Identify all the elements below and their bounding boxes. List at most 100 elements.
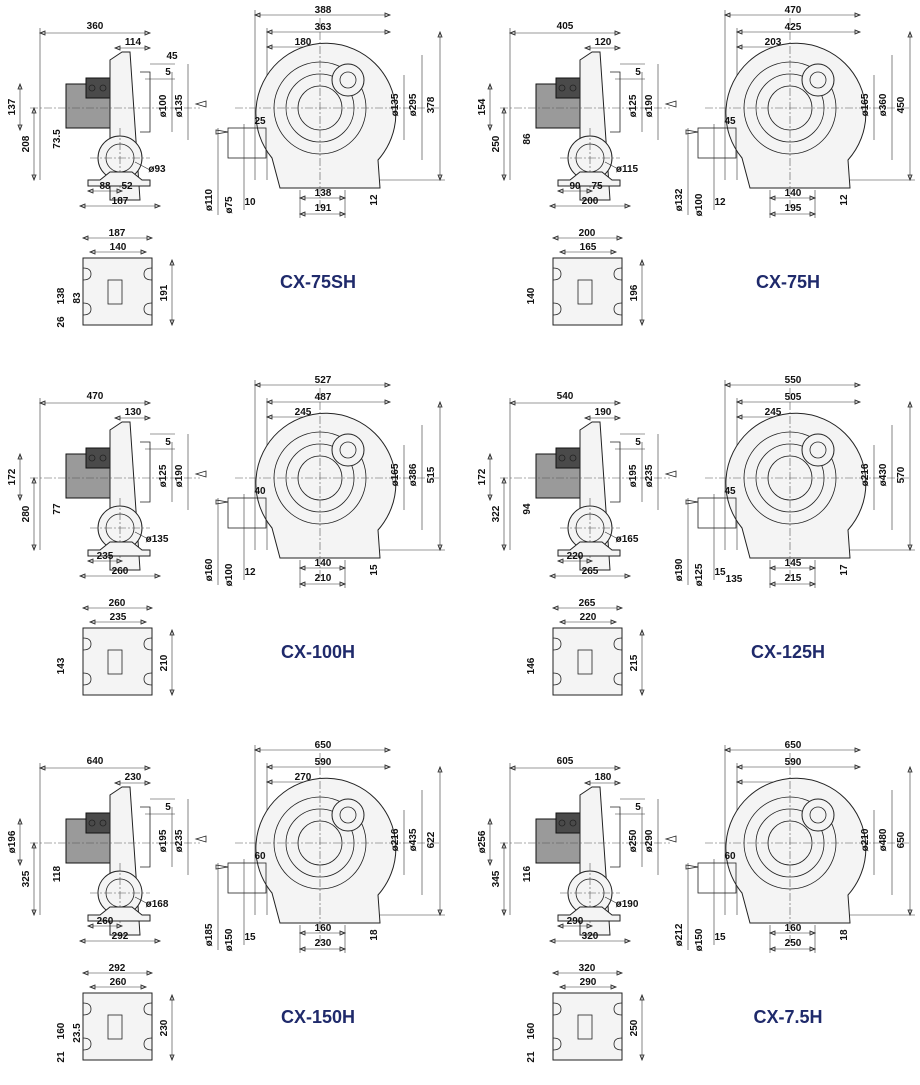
arrow-head bbox=[586, 558, 594, 564]
dimension-label: 187 bbox=[112, 196, 129, 207]
dimension-label: 622 bbox=[426, 831, 437, 848]
base-plate bbox=[82, 257, 153, 326]
arrow-head bbox=[809, 930, 817, 936]
arrow-head bbox=[735, 779, 743, 785]
arrow-head bbox=[169, 319, 175, 327]
arrow-head bbox=[616, 235, 624, 241]
arrow-head bbox=[809, 565, 817, 571]
arrow-head bbox=[501, 476, 507, 484]
arrow-head bbox=[768, 211, 776, 217]
mounting-slot bbox=[143, 267, 153, 281]
arrow-head bbox=[154, 938, 162, 944]
dimension-label: 195 bbox=[785, 203, 802, 214]
arrow-head bbox=[31, 106, 37, 114]
dimension-label: 260 bbox=[112, 566, 129, 577]
arrow-head bbox=[265, 29, 273, 35]
motor-cap-inner bbox=[809, 441, 827, 459]
dimension-label: 590 bbox=[785, 757, 802, 768]
scroll-housing bbox=[255, 42, 397, 189]
dimension-label: 180 bbox=[295, 37, 312, 48]
dimension-label: 86 bbox=[522, 133, 533, 145]
arrow-head bbox=[583, 415, 591, 421]
dimension-label: 135 bbox=[726, 574, 743, 585]
dimension-label: ø132 bbox=[674, 188, 685, 211]
dimension-label: 230 bbox=[159, 1019, 170, 1036]
dimension-label: 215 bbox=[785, 573, 802, 584]
dimension-label: 165 bbox=[580, 242, 597, 253]
arrow-head bbox=[113, 415, 121, 421]
dimension-label: ø135 bbox=[146, 534, 169, 545]
arrow-head bbox=[339, 195, 347, 201]
arrow-head bbox=[907, 909, 913, 917]
dimension-label: 210 bbox=[315, 573, 332, 584]
arrow-head bbox=[140, 984, 148, 990]
dimension-label: 88 bbox=[99, 181, 111, 192]
arrow-head bbox=[384, 12, 392, 18]
arrow-head bbox=[169, 628, 175, 636]
arrow-head bbox=[854, 12, 862, 18]
arrow-head bbox=[907, 765, 913, 773]
terminal-icon bbox=[88, 84, 96, 92]
dimension-label: ø125 bbox=[628, 94, 639, 117]
mounting-slot bbox=[143, 672, 153, 686]
airflow-arrow-icon bbox=[685, 499, 699, 505]
motor-cap bbox=[801, 63, 835, 97]
dimension-label: 172 bbox=[7, 468, 18, 485]
dimension-label: 143 bbox=[56, 657, 67, 674]
arrow-head bbox=[583, 45, 591, 51]
arrow-head bbox=[81, 605, 89, 611]
center-cutout bbox=[107, 279, 123, 305]
dimension-label: 235 bbox=[110, 612, 127, 623]
arrow-head bbox=[487, 452, 493, 460]
dimension-label: 208 bbox=[21, 135, 32, 152]
dimension-label: 196 bbox=[629, 284, 640, 301]
dimension-label: 187 bbox=[109, 228, 126, 239]
arrow-head bbox=[487, 82, 493, 90]
scroll-housing bbox=[725, 412, 867, 559]
airflow-arrow-icon bbox=[194, 470, 207, 478]
dimension-label: 388 bbox=[315, 5, 332, 16]
motor-cap-inner bbox=[339, 441, 357, 459]
terminal-box bbox=[85, 447, 111, 469]
arrow-head bbox=[339, 565, 347, 571]
arrow-head bbox=[809, 946, 817, 952]
mounting-slot bbox=[82, 267, 92, 281]
arrow-head bbox=[556, 188, 564, 194]
dimension-label: 137 bbox=[7, 98, 18, 115]
dimension-label: ø125 bbox=[158, 464, 169, 487]
arrow-head bbox=[809, 195, 817, 201]
arrow-head bbox=[298, 565, 306, 571]
airflow-arrow-icon bbox=[685, 129, 699, 135]
airflow-arrow-icon bbox=[664, 835, 677, 843]
arrow-head bbox=[140, 249, 148, 255]
base-plate bbox=[82, 992, 153, 1061]
arrow-head bbox=[723, 12, 731, 18]
dimension-label: 650 bbox=[315, 740, 332, 751]
dimension-label: ø75 bbox=[224, 196, 235, 214]
arrow-head bbox=[265, 44, 273, 50]
terminal-box bbox=[85, 77, 111, 99]
arrow-head bbox=[113, 45, 121, 51]
arrow-head bbox=[610, 619, 618, 625]
outlet-flange bbox=[227, 862, 267, 894]
base-foot bbox=[557, 906, 621, 922]
dimension-label: 363 bbox=[315, 22, 332, 33]
dimension-label: ø196 bbox=[7, 830, 18, 853]
arrow-head bbox=[144, 30, 152, 36]
dimension-label: 25 bbox=[254, 116, 266, 127]
terminal-icon bbox=[558, 819, 566, 827]
arrow-head bbox=[265, 399, 273, 405]
arrow-head bbox=[265, 764, 273, 770]
leader-line bbox=[604, 896, 621, 906]
dimension-label: 325 bbox=[21, 870, 32, 887]
dimension-label: 540 bbox=[557, 391, 574, 402]
dimension-label: ø256 bbox=[477, 830, 488, 853]
dimension-label: ø210 bbox=[860, 828, 871, 851]
dimension-label: 160 bbox=[526, 1022, 537, 1039]
